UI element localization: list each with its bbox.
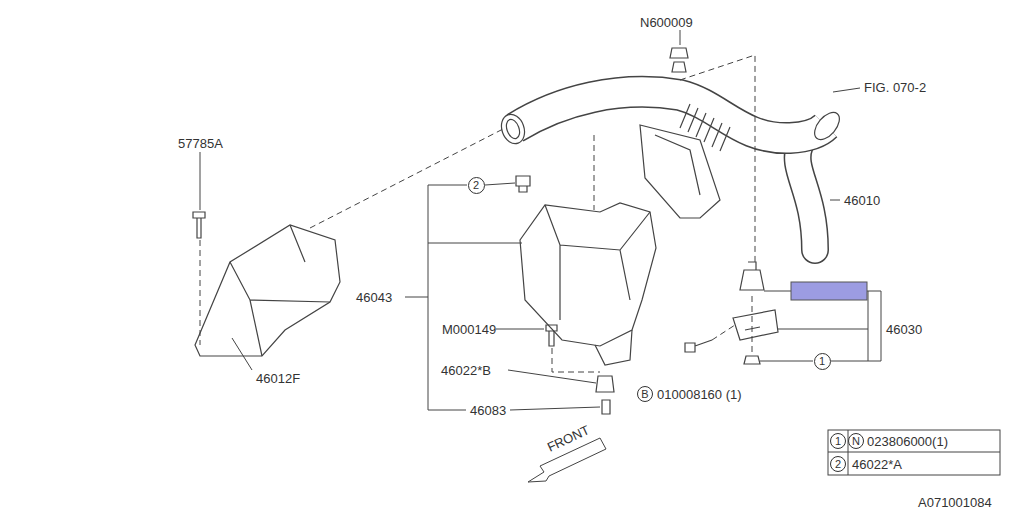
part-number: 46083 xyxy=(470,403,506,418)
callout-number: 2 xyxy=(835,459,841,470)
part-number: 46012F xyxy=(256,371,300,386)
part-number: M000149 xyxy=(442,322,496,337)
part-number: 46043 xyxy=(356,290,392,305)
part-number: 010008160 (1) xyxy=(657,387,742,402)
part-number: 57785A xyxy=(178,136,223,151)
callout-circle: 2 xyxy=(468,177,485,194)
part-number: N600009 xyxy=(640,15,693,30)
callout-number: 1 xyxy=(819,356,825,367)
part-number: 46022*B xyxy=(441,363,491,378)
callout-circle: B xyxy=(637,386,653,402)
figure-reference: FIG. 070-2 xyxy=(864,80,926,95)
diagram-code: A071001084 xyxy=(918,495,992,510)
callout-circle: N xyxy=(848,433,864,449)
table-cell: 46022*A xyxy=(852,457,902,472)
callout-circle: 1 xyxy=(830,433,846,449)
part-number: 46010 xyxy=(844,193,880,208)
callout-circle: 2 xyxy=(830,456,846,472)
callout-number: 2 xyxy=(473,180,479,191)
part-number: 46030 xyxy=(886,322,922,337)
callout-number: B xyxy=(641,389,648,400)
callout-number: N xyxy=(852,436,860,447)
table-cell: 023806000(1) xyxy=(867,434,948,449)
callout-circle: 1 xyxy=(814,353,831,370)
callout-number: 1 xyxy=(835,436,841,447)
